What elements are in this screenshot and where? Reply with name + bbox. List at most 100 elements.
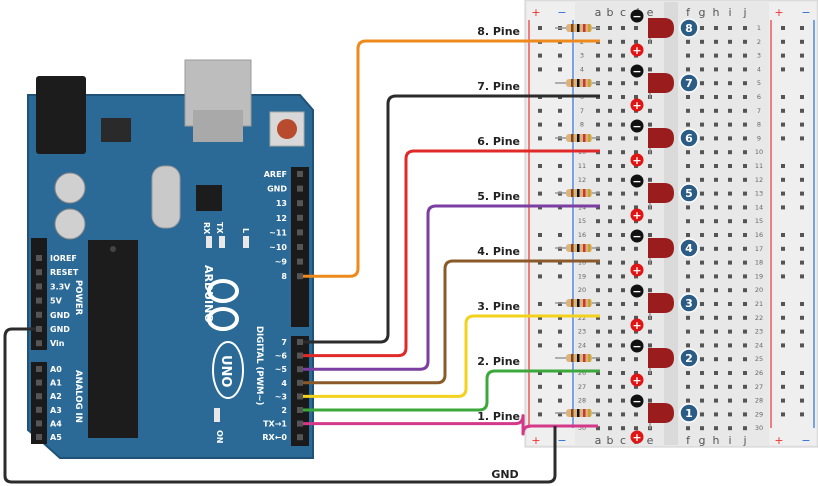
hole: [700, 357, 704, 362]
hole: [728, 108, 732, 113]
hole: [648, 288, 652, 293]
reset-button-cap[interactable]: [277, 119, 297, 139]
hole: [743, 150, 747, 155]
hole: [743, 191, 747, 196]
plus-marker: [630, 373, 644, 387]
header-pin: [36, 366, 42, 372]
tx-label: TX: [215, 222, 224, 234]
hole: [596, 398, 600, 403]
hole: [634, 26, 638, 30]
hole: [634, 384, 638, 389]
hole: [596, 260, 600, 265]
hole: [608, 164, 612, 168]
hole: [728, 233, 732, 237]
hole: [596, 274, 600, 279]
gnd-label: GND: [491, 468, 518, 481]
minus-marker: [630, 284, 644, 298]
hole: [714, 233, 718, 237]
hole: [686, 233, 690, 237]
hole: [714, 177, 718, 182]
header-pin: [297, 339, 303, 345]
hole: [700, 177, 704, 182]
header-pin: [297, 393, 303, 400]
rail-minus-label: −: [557, 434, 566, 447]
row-number: 30: [755, 424, 763, 432]
hole: [686, 219, 690, 224]
hole: [621, 205, 625, 210]
hole: [700, 302, 704, 306]
row-number: 15: [755, 217, 763, 225]
hole: [596, 329, 600, 334]
hole: [608, 302, 612, 306]
hole: [728, 219, 732, 224]
row-number: 18: [578, 259, 586, 267]
hole: [686, 426, 690, 431]
hole: [714, 39, 718, 44]
column-label: b: [607, 6, 614, 19]
breadboard: 1122334455667788991010111112121313141415…: [524, 0, 818, 448]
column-label: g: [699, 6, 706, 19]
hole: [728, 177, 732, 182]
hole: [700, 384, 704, 389]
column-label: j: [742, 6, 746, 19]
row-number: 5: [757, 79, 761, 87]
power-label: POWER: [73, 280, 83, 316]
hole: [700, 150, 704, 155]
hole: [714, 357, 718, 362]
header-pin: [297, 434, 303, 441]
hole: [608, 81, 612, 86]
rail-hole: [538, 260, 542, 265]
hole: [621, 177, 625, 182]
hole: [743, 329, 747, 334]
pin-label: GND: [50, 325, 70, 334]
hole: [621, 164, 625, 168]
rail-hole: [781, 191, 785, 196]
usb-chip: [196, 185, 222, 211]
hole: [608, 219, 612, 224]
plus-marker: [630, 318, 644, 332]
hole: [714, 26, 718, 30]
hole: [621, 67, 625, 72]
hole: [714, 205, 718, 210]
hole: [596, 315, 600, 320]
hole: [608, 39, 612, 44]
rail-hole: [558, 53, 562, 58]
hole: [621, 260, 625, 265]
rail-hole: [538, 53, 542, 58]
led: [648, 18, 674, 44]
pin-label: 2: [281, 406, 287, 415]
rail-hole: [538, 164, 542, 168]
rail-hole: [800, 274, 804, 279]
uno-text: UNO: [218, 355, 233, 388]
column-label: c: [620, 6, 626, 19]
header-pin: [36, 340, 42, 347]
row-number: 12: [578, 176, 586, 184]
hole: [596, 122, 600, 127]
rail-hole: [781, 26, 785, 30]
hole: [608, 274, 612, 279]
hole: [728, 398, 732, 403]
pin-label: ~3: [275, 392, 287, 401]
minus-marker: [630, 229, 644, 243]
pin-label: GND: [267, 185, 287, 194]
hole: [743, 26, 747, 30]
hole: [743, 219, 747, 224]
row-number: 24: [578, 341, 586, 349]
hole: [608, 412, 612, 417]
hole: [648, 122, 652, 127]
hole: [608, 343, 612, 348]
analog-header: [31, 362, 47, 444]
column-label: f: [686, 434, 691, 447]
hole: [596, 371, 600, 375]
hole: [621, 315, 625, 320]
rail-plus-label: +: [531, 434, 540, 447]
rail-minus-label: −: [801, 6, 810, 19]
hole: [728, 122, 732, 127]
arduino-pin-labels: AREFGND1312~11~10~987~6~54~32TX→1RX←0IOR…: [50, 170, 287, 442]
hole: [621, 426, 625, 431]
rail-hole: [538, 177, 542, 182]
chip-notch: [110, 246, 116, 252]
hole: [686, 150, 690, 155]
hole: [686, 384, 690, 389]
